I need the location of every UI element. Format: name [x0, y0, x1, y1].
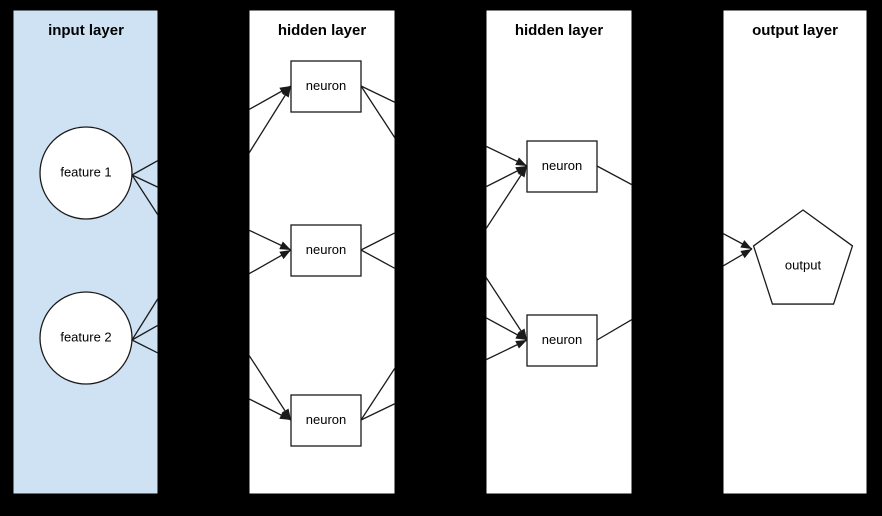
connection-line	[486, 165, 528, 230]
connection-line	[249, 398, 292, 421]
connection-line	[486, 339, 528, 361]
node-label-h1-neuron-3: neuron	[306, 412, 346, 427]
layer-nodes: feature 1 feature 2 neuron neuron neuron neur…	[39, 60, 854, 447]
connection-e-f2-h1n1	[249, 85, 292, 155]
connection-e-h2n1-out	[723, 232, 753, 250]
connection-e-h1n3-h2n1	[486, 165, 528, 230]
connection-line	[596, 318, 632, 341]
connection-arrowhead	[517, 328, 527, 340]
layer-panel-titles: input layer hidden layer hidden layer outpu…	[48, 22, 838, 39]
connection-e-h1n1-h2n2	[360, 85, 395, 140]
connection-arrowhead	[515, 157, 527, 166]
connection-line	[249, 229, 292, 251]
connection-arrowhead	[515, 331, 527, 340]
connection-arrowhead	[515, 340, 527, 349]
connection-line	[486, 317, 528, 341]
connection-e-h1n2-h2n1	[360, 232, 395, 251]
connection-line	[249, 249, 292, 275]
panel-title-output-layer: output layer	[752, 22, 838, 39]
connection-e-h1n2-h2n2	[360, 249, 395, 270]
connection-e-h1n1-h2n1	[486, 145, 528, 167]
connection-line	[360, 85, 395, 140]
panel-hidden-layer-2	[485, 9, 633, 495]
node-label-h1-neuron-1: neuron	[306, 78, 346, 93]
connection-arrowhead	[279, 411, 291, 420]
connection-arrowhead	[281, 408, 291, 420]
connection-e-h1n3-h2n2	[486, 339, 528, 361]
node-h2-neuron-1[interactable]	[526, 140, 598, 193]
connection-line	[360, 402, 395, 421]
connection-arrowhead	[279, 241, 291, 250]
connection-line	[360, 249, 395, 270]
connection-line	[360, 232, 395, 251]
layer-connections	[131, 85, 753, 421]
connection-line	[360, 85, 395, 104]
connection-line	[723, 248, 753, 267]
panel-input-layer	[12, 9, 159, 495]
connection-e-f1-h1n3	[249, 354, 292, 421]
connection-line	[249, 354, 292, 421]
connection-line	[486, 276, 528, 341]
connection-line	[486, 165, 528, 188]
connection-arrowhead	[279, 250, 291, 260]
connection-line	[360, 366, 395, 421]
connection-e-f2-h1n3	[249, 398, 292, 421]
node-h2-neuron-2[interactable]	[526, 314, 598, 367]
node-h1-neuron-3[interactable]	[290, 394, 362, 447]
connection-e-h1n3-h2n2	[360, 402, 395, 421]
node-feature-1[interactable]	[39, 126, 133, 220]
connection-e-f2-h1n2	[249, 249, 292, 275]
panel-title-input-layer: input layer	[48, 22, 124, 39]
connection-e-h2n1-out	[596, 165, 632, 186]
node-label-output-node: output	[785, 257, 822, 272]
node-label-h1-neuron-2: neuron	[306, 242, 346, 257]
connection-e-f1-h1n2	[249, 229, 292, 251]
node-label-h2-neuron-1: neuron	[542, 158, 582, 173]
connection-line	[249, 85, 292, 155]
connection-line	[249, 85, 292, 111]
connection-arrowhead	[740, 249, 752, 259]
connection-arrowhead	[740, 240, 752, 249]
connection-e-h1n2-h2n2	[486, 317, 528, 341]
connection-line	[723, 232, 753, 250]
node-h1-neuron-2[interactable]	[290, 224, 362, 277]
node-label-feature-1: feature 1	[60, 164, 111, 179]
panel-title-hidden-layer-1: hidden layer	[278, 22, 367, 39]
panel-title-hidden-layer-2: hidden layer	[515, 22, 604, 39]
connection-line	[596, 165, 632, 186]
node-output-node[interactable]	[752, 209, 854, 305]
node-label-h2-neuron-2: neuron	[542, 332, 582, 347]
connection-e-h1n3-h2n1	[360, 366, 395, 421]
connection-e-h1n1-h2n1	[360, 85, 395, 104]
connection-e-h2n2-out	[596, 318, 632, 341]
node-feature-2[interactable]	[39, 291, 133, 385]
node-h1-neuron-1[interactable]	[290, 60, 362, 113]
layer-panels	[12, 9, 868, 495]
node-label-feature-2: feature 2	[60, 329, 111, 344]
connection-e-h1n1-h2n2	[486, 276, 528, 341]
connection-arrowhead	[281, 86, 291, 98]
connection-arrowhead	[517, 166, 527, 178]
connection-line	[486, 145, 528, 167]
connection-e-h2n2-out	[723, 248, 753, 267]
